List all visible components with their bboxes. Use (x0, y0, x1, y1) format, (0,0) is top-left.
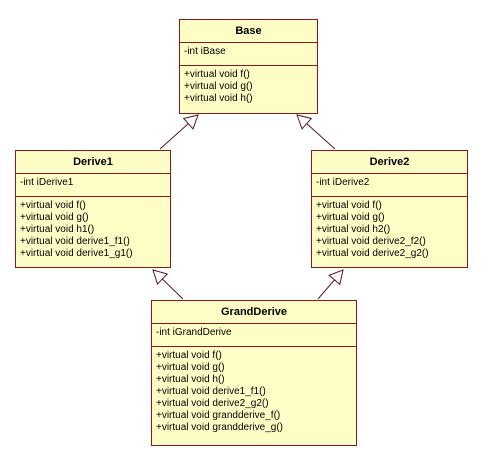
operation: +virtual void derive2_g2() (316, 248, 429, 259)
operation: +virtual void f() (20, 200, 86, 211)
operation: +virtual void grandderive_g() (156, 422, 284, 433)
class-derive1[interactable]: Derive1 -int iDerive1 +virtual void f() … (15, 150, 171, 268)
operations-compartment: +virtual void f() +virtual void g() +vir… (16, 197, 170, 263)
class-name: Derive2 (312, 151, 467, 174)
attributes-compartment: -int iGrandDerive (152, 324, 356, 347)
class-name: Base (180, 20, 317, 43)
operation: +virtual void g() (184, 81, 253, 92)
generalization-grandderive-derive2 (317, 269, 344, 300)
class-base[interactable]: Base -int iBase +virtual void f() +virtu… (179, 19, 318, 114)
class-name: GrandDerive (152, 301, 356, 324)
attributes-compartment: -int iDerive1 (16, 174, 170, 197)
class-name: Derive1 (16, 151, 170, 174)
operation: +virtual void derive2_g2() (156, 398, 269, 409)
operation: +virtual void f() (156, 350, 222, 361)
attribute: -int iDerive1 (20, 177, 74, 188)
operation: +virtual void grandderive_f() (156, 410, 281, 421)
operation: +virtual void h2() (316, 224, 391, 235)
generalization-derive1-base (159, 114, 199, 150)
attribute: -int iBase (184, 46, 226, 57)
operations-compartment: +virtual void f() +virtual void g() +vir… (152, 347, 356, 437)
attributes-compartment: -int iBase (180, 43, 317, 66)
class-derive2[interactable]: Derive2 -int iDerive2 +virtual void f() … (311, 150, 468, 268)
operation: +virtual void h() (156, 374, 225, 385)
operation: +virtual void h1() (20, 224, 95, 235)
operation: +virtual void f() (184, 69, 250, 80)
operations-compartment: +virtual void f() +virtual void g() +vir… (180, 66, 317, 108)
attribute: -int iGrandDerive (156, 327, 232, 338)
operation: +virtual void h() (184, 93, 253, 104)
generalization-derive2-base (296, 114, 336, 150)
generalization-grandderive-derive1 (152, 269, 184, 300)
operation: +virtual void derive1_f1() (156, 386, 266, 397)
operation: +virtual void f() (316, 200, 382, 211)
operation: +virtual void derive2_f2() (316, 236, 426, 247)
class-grandderive[interactable]: GrandDerive -int iGrandDerive +virtual v… (151, 300, 357, 446)
operations-compartment: +virtual void f() +virtual void g() +vir… (312, 197, 467, 263)
operation: +virtual void derive1_f1() (20, 236, 130, 247)
operation: +virtual void g() (316, 212, 385, 223)
operation: +virtual void g() (156, 362, 225, 373)
attributes-compartment: -int iDerive2 (312, 174, 467, 197)
operation: +virtual void g() (20, 212, 89, 223)
operation: +virtual void derive1_g1() (20, 248, 133, 259)
attribute: -int iDerive2 (316, 177, 370, 188)
